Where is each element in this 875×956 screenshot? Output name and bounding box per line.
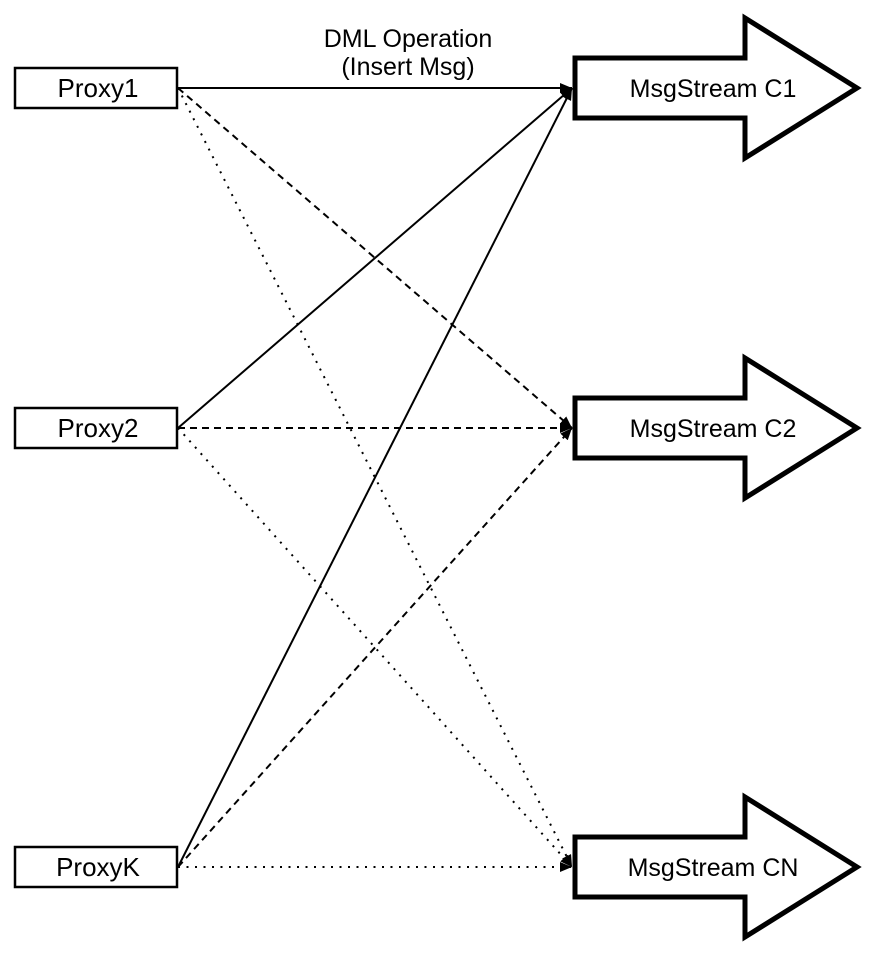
msgstream-c2-arrow: [572, 353, 862, 503]
msgstream-cn-arrow: [572, 792, 862, 942]
msgstream-c1-node: MsgStream C1: [572, 13, 862, 163]
msgstream-c2-node: MsgStream C2: [572, 353, 862, 503]
edge-proxy2-to-c1-solid: [177, 87, 573, 429]
proxy1-node: Proxy1: [13, 66, 179, 110]
proxy2-label: Proxy2: [58, 413, 139, 443]
msgstream-cn-node: MsgStream CN: [572, 792, 862, 942]
edge-proxy1-to-c2-dashed: [177, 87, 573, 429]
msgstream-c1-arrow: [572, 13, 862, 163]
proxy2-box: [13, 406, 179, 450]
msgstream-c1-label: MsgStream C1: [630, 75, 797, 103]
proxy1-label: Proxy1: [58, 73, 139, 103]
msgstream-cn-label: MsgStream CN: [628, 854, 799, 882]
proxy1-box: [13, 66, 179, 110]
proxyk-label: ProxyK: [56, 852, 140, 882]
edge-proxyk-to-c2-dashed: [177, 427, 573, 868]
dml-operation-label-line2: (Insert Msg): [341, 53, 474, 81]
proxyk-node: ProxyK: [13, 845, 179, 889]
edge-proxy1-to-cn-dotted: [177, 87, 573, 868]
msgstream-c2-label: MsgStream C2: [630, 415, 797, 443]
dml-operation-label-line1: DML Operation: [324, 25, 493, 53]
proxyk-box: [13, 845, 179, 889]
edge-proxyk-to-c1-solid: [177, 87, 573, 868]
proxy2-node: Proxy2: [13, 406, 179, 450]
